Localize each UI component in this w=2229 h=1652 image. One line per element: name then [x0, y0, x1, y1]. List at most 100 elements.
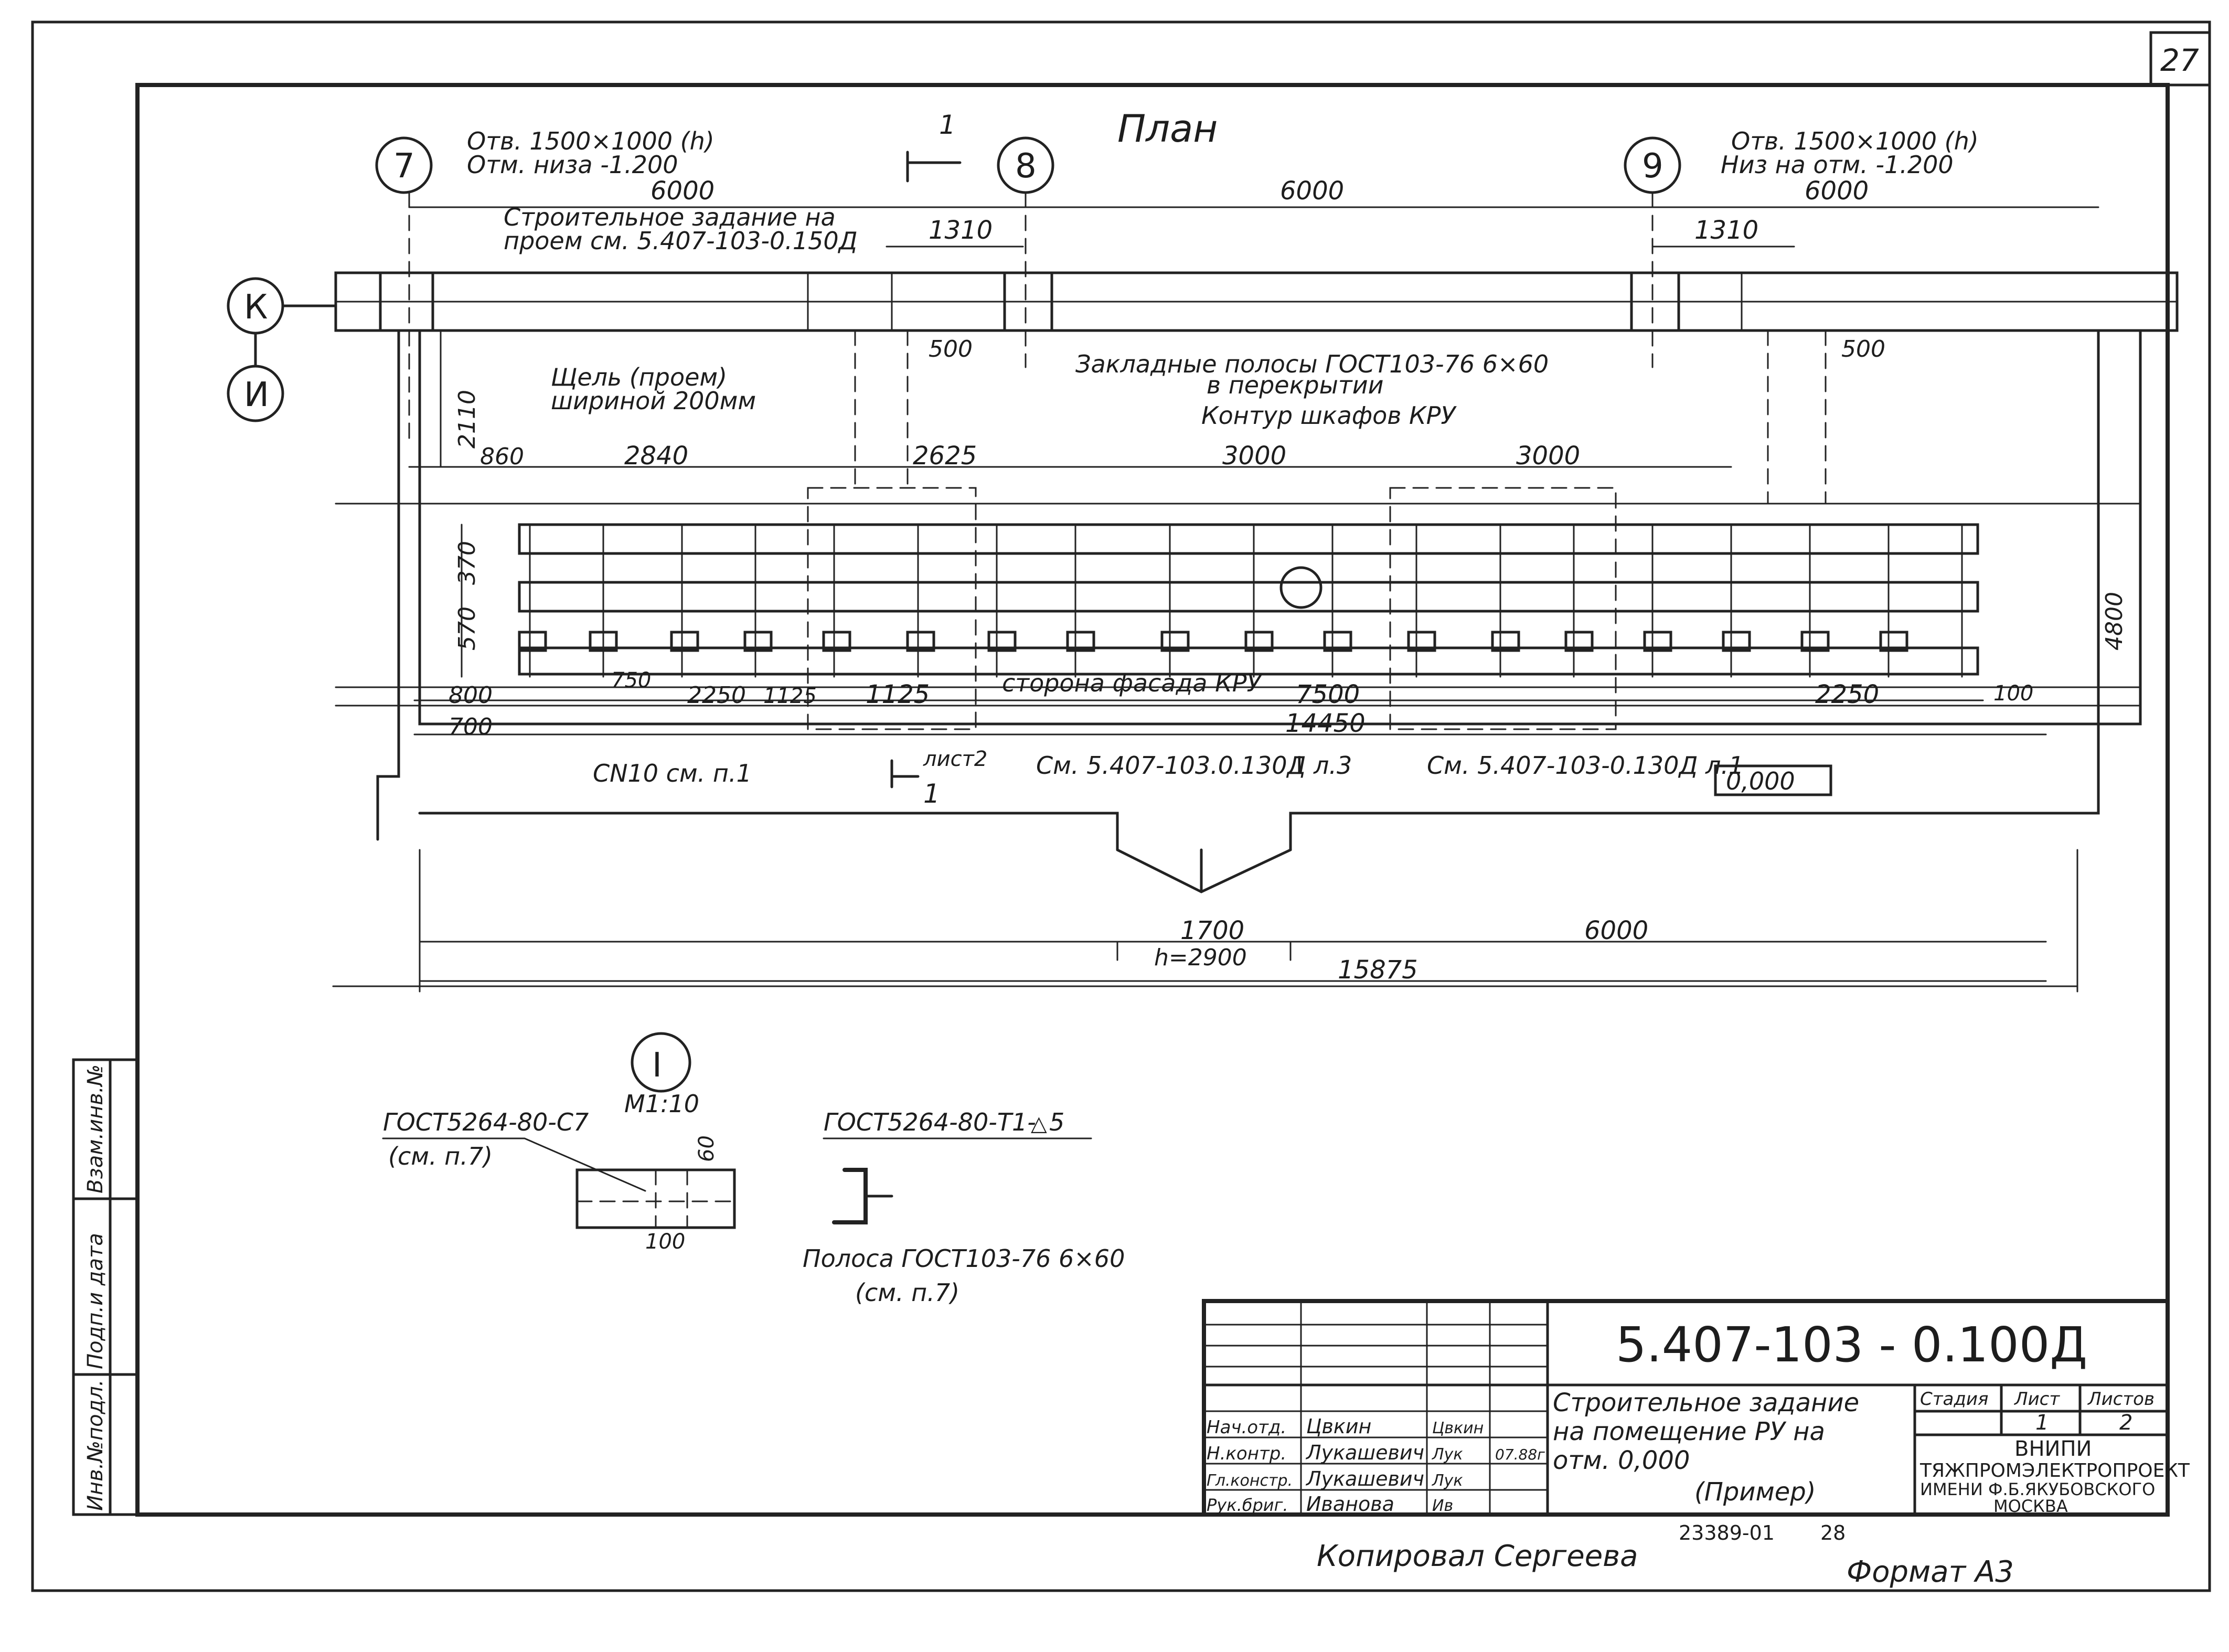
- axis-bubble-I: И: [227, 365, 284, 422]
- section-mark-top: 1: [939, 110, 956, 140]
- dim-570: 570: [454, 606, 481, 651]
- section-mark-sheet: лист2: [923, 747, 987, 771]
- axis-bubble-8: 8: [997, 136, 1054, 194]
- sheet-value: 1: [2035, 1411, 2049, 1435]
- side-sign-date: Подп.и дата: [83, 1233, 108, 1369]
- detail-dim-100: 100: [645, 1230, 685, 1254]
- dim-2250-left: 2250: [687, 682, 746, 709]
- dim-h2900: h=2900: [1154, 944, 1247, 971]
- left-wall: [376, 329, 400, 841]
- axis-bubble-9: 9: [1624, 136, 1681, 194]
- detail-strip-2: (см. п.7): [855, 1278, 959, 1307]
- note-facade-side: сторона фасада КРУ: [1002, 669, 1263, 697]
- dim-3000-a: 3000: [1222, 441, 1286, 471]
- level-mark-box: [1714, 764, 1832, 796]
- dim-750: 750: [611, 668, 651, 692]
- dim-100: 100: [1993, 681, 2033, 706]
- detail-view: I М1:10 ГОСТ5264-80-С7 (см. п.7) 60 100 …: [382, 1032, 1125, 1307]
- dim-2110: 2110: [454, 390, 481, 449]
- axis-label-K: К: [244, 288, 268, 327]
- axis-label-9: 9: [1642, 147, 1663, 186]
- copied-by: Копировал Сергеева: [1317, 1539, 1638, 1573]
- doc-code: 5.407-103 - 0.100Д: [1616, 1317, 2087, 1373]
- note-cabinet-contour: Контур шкафов КРУ: [1201, 401, 1457, 430]
- detail-mark-circle: [631, 1032, 691, 1093]
- note-ref-sheet3: См. 5.407-103.0.130Д л.3: [1036, 751, 1352, 780]
- dim-2250-right: 2250: [1815, 680, 1879, 709]
- plan-view: План 7 8 9 К И: [227, 106, 2179, 993]
- dim-6000-left: 6000: [650, 176, 714, 206]
- dim-2625: 2625: [913, 441, 977, 471]
- sig-sign-3: Ив: [1432, 1497, 1453, 1515]
- wall-joints: [807, 272, 1743, 332]
- sheets-header: Листов: [2087, 1389, 2155, 1410]
- axis-bubble-K: К: [227, 277, 284, 335]
- outer-frame: [31, 20, 2211, 1592]
- dim-14450: 14450: [1285, 709, 1366, 738]
- section-arrow-top: [906, 151, 962, 183]
- note-opening-right-2: Низ на отм. -1.200: [1721, 151, 1954, 179]
- axis-label-8: 8: [1015, 147, 1037, 186]
- level-mark: 0,000: [1726, 767, 1795, 795]
- note-slot-2: шириной 200мм: [551, 387, 756, 415]
- dim-3000-b: 3000: [1516, 441, 1580, 471]
- axis-leaders: [254, 304, 337, 368]
- note-detail-ref: I: [1296, 751, 1303, 780]
- sig-name-0: Цвкин: [1306, 1415, 1371, 1438]
- sig-role-0: Нач.отд.: [1207, 1417, 1286, 1438]
- dim-500-right: 500: [1841, 336, 1885, 363]
- detail-channel-profile: [832, 1168, 868, 1224]
- side-stamp: Взам.инв.№ Подп.и дата Инв.№подл.: [72, 1058, 139, 1516]
- axis-label-7: 7: [393, 147, 415, 186]
- title-block: 5.407-103 - 0.100Д Строительное задание …: [1202, 1299, 2190, 1517]
- note-assignment-2: проем см. 5.407-103-0.150Д: [504, 227, 858, 255]
- note-embedded-1: Закладные полосы ГОСТ103-76 6×60: [1075, 350, 1549, 378]
- note-assignment-1: Строительное задание на: [504, 203, 836, 231]
- stage-header: Стадия: [1920, 1389, 1988, 1410]
- sig-role-1: Н.контр.: [1207, 1443, 1286, 1464]
- dim-700: 700: [449, 713, 493, 740]
- sig-sign-0: Цвкин: [1432, 1419, 1484, 1437]
- section-mark-bottom: 1: [923, 779, 940, 809]
- sig-role-3: Рук.бриг.: [1207, 1495, 1288, 1515]
- archive-number: 23389-01: [1679, 1521, 1775, 1544]
- detail-gost-channel: ГОСТ5264-80-С7: [383, 1108, 589, 1136]
- dim-1125: 1125: [866, 680, 930, 709]
- sheet-header: Лист: [2013, 1389, 2060, 1410]
- detail-weld-symbol: △: [1031, 1112, 1047, 1136]
- dim-370: 370: [454, 541, 481, 585]
- section-arrow-bottom: [890, 759, 920, 788]
- sig-sign-1: Лук: [1432, 1445, 1463, 1464]
- detail-dim-60: 60: [695, 1135, 719, 1162]
- axis-bubble-7: 7: [375, 136, 433, 194]
- sheet-number: 27: [2160, 42, 2199, 78]
- dim-7500: 7500: [1296, 680, 1360, 709]
- dim-2840: 2840: [624, 441, 688, 471]
- sig-name-1: Лукашевич: [1305, 1441, 1424, 1464]
- note-opening-right-1: Отв. 1500×1000 (h): [1731, 127, 1979, 155]
- sig-sign-2: Лук: [1432, 1472, 1463, 1490]
- column-7: [379, 271, 434, 332]
- axis-label-I: И: [244, 376, 269, 414]
- dim-500-left: 500: [929, 336, 973, 363]
- dim-1700: 1700: [1180, 916, 1244, 945]
- dim-4800: 4800: [2101, 592, 2128, 651]
- kru-cabinets: [335, 487, 2141, 730]
- column-9: [1630, 271, 1680, 332]
- detail-leader-1: [382, 1137, 646, 1192]
- detail-scale: М1:10: [624, 1090, 699, 1118]
- note-embedded-2: в перекрытии: [1207, 371, 1384, 399]
- dim-6000-right: 6000: [1805, 176, 1869, 206]
- dim-6000-mid: 6000: [1280, 176, 1344, 206]
- note-opening-left-2: Отм. низа -1.200: [467, 151, 678, 179]
- detail-gost-channel-note: (см. п.7): [388, 1142, 493, 1170]
- detail-gost-weld: ГОСТ5264-80-Т1-: [824, 1108, 1036, 1136]
- note-ref-sheet1: См. 5.407-103-0.130Д л.1: [1427, 751, 1744, 780]
- dim-15875: 15875: [1338, 955, 1418, 985]
- sig-date-1: 07.88г: [1495, 1446, 1545, 1463]
- org-line-1: ВНИПИ: [2014, 1437, 2092, 1461]
- note-opening-left-1: Отв. 1500×1000 (h): [467, 127, 714, 155]
- dim-800: 800: [449, 682, 493, 709]
- org-line-4: МОСКВА: [1993, 1496, 2068, 1516]
